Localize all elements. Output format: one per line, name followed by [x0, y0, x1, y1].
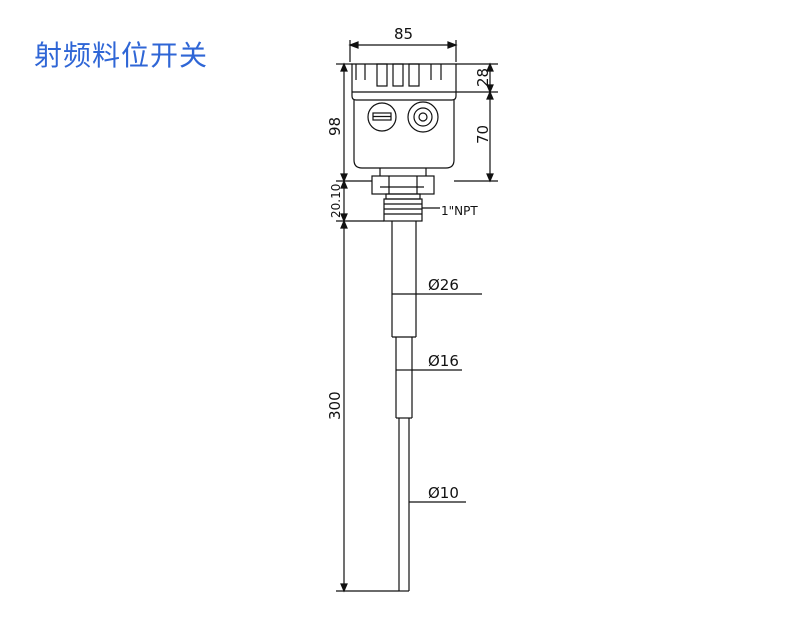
right-dimensions: 28 70 [454, 62, 498, 183]
hex-nut [371, 168, 435, 200]
nut-height-label: 20.10 [329, 184, 343, 218]
diameter-leaders: Ø26 Ø16 Ø10 [409, 276, 482, 503]
page-title: 射频料位开关 [34, 39, 209, 72]
diameter-upper-label: Ø26 [428, 276, 459, 294]
thread-section: 1"NPT [383, 198, 478, 222]
housing-body [353, 100, 455, 169]
display-window-icon [367, 102, 397, 132]
diameter-tip-label: Ø10 [428, 484, 459, 502]
probe [391, 221, 417, 592]
knob-icon [407, 101, 439, 133]
thread-label: 1"NPT [441, 204, 478, 218]
width-dimension: 85 [348, 25, 458, 62]
width-label: 85 [394, 25, 413, 43]
head-cap [351, 63, 457, 101]
overall-height-label: 98 [326, 117, 344, 136]
body-height-label: 70 [474, 125, 492, 144]
left-dimensions: 98 20.10 300 [326, 62, 399, 593]
diameter-mid-label: Ø16 [428, 352, 459, 370]
probe-length-label: 300 [326, 391, 344, 420]
cap-height-label: 28 [474, 68, 492, 87]
